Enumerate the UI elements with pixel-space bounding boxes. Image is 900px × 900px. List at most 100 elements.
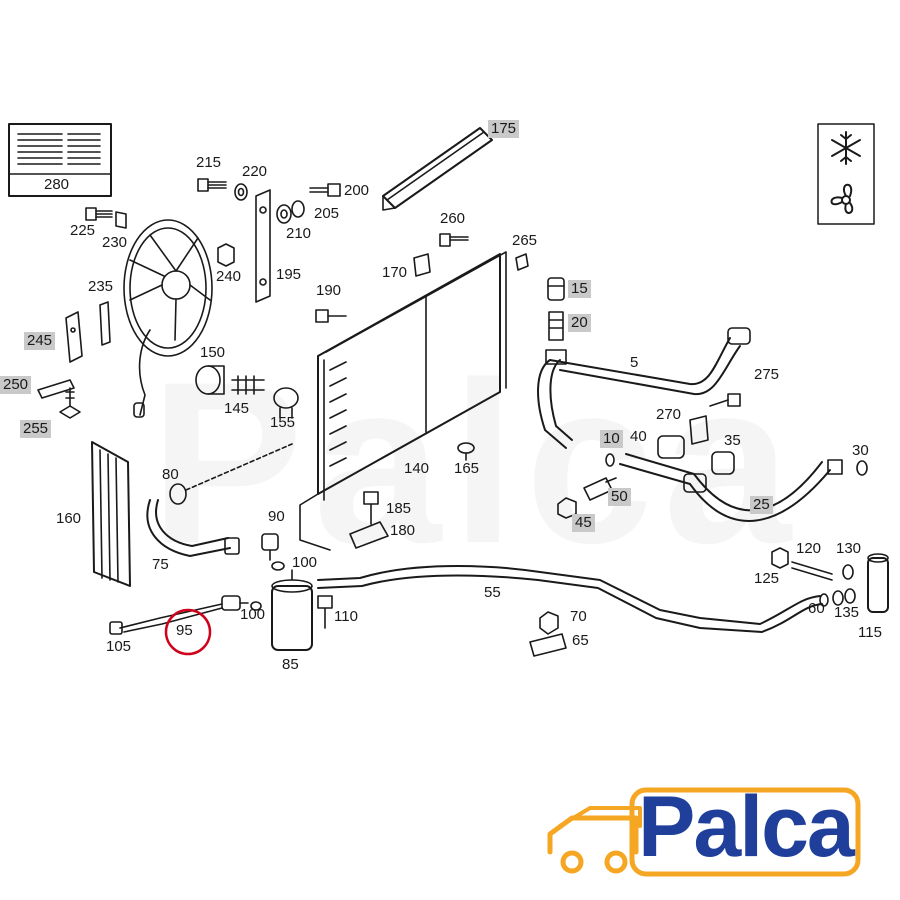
label-250: 250 xyxy=(0,376,32,394)
label-105: 105 xyxy=(106,638,132,655)
part-270-clamp xyxy=(689,415,709,445)
label-170: 170 xyxy=(382,264,408,281)
label-265: 265 xyxy=(512,232,538,249)
part-125-nut xyxy=(771,547,789,569)
part-170-clip xyxy=(413,253,431,277)
part-110-bolt xyxy=(317,595,333,629)
label-175: 175 xyxy=(488,120,520,138)
part-215-bolt xyxy=(197,178,227,192)
part-80-oring xyxy=(169,443,293,505)
part-40-grommet xyxy=(657,435,685,459)
label-260: 260 xyxy=(440,210,466,227)
label-65: 65 xyxy=(572,632,589,649)
palca-logo-text: Palca xyxy=(638,779,855,875)
part-100b-oring xyxy=(250,601,262,611)
part-105-wire xyxy=(109,603,223,635)
label-200: 200 xyxy=(344,182,370,199)
label-70: 70 xyxy=(570,608,587,625)
part-75-line xyxy=(146,499,240,557)
part-185-bolt xyxy=(363,491,379,525)
label-20: 20 xyxy=(568,314,591,332)
part-175-seal-strip xyxy=(382,127,493,211)
part-20-valve xyxy=(548,311,564,341)
label-180: 180 xyxy=(390,522,416,539)
part-210-grommet xyxy=(276,204,292,224)
part-240-nut xyxy=(217,243,235,267)
part-230-grommet xyxy=(115,211,127,229)
label-80: 80 xyxy=(162,466,179,483)
part-5-hose xyxy=(537,327,751,449)
part-120-bolt xyxy=(791,561,833,581)
part-280-label-plate xyxy=(8,123,112,197)
part-250-bracket xyxy=(37,379,75,399)
part-65-bracket xyxy=(529,633,567,657)
label-225: 225 xyxy=(70,222,96,239)
label-205: 205 xyxy=(314,205,340,222)
part-130-washer xyxy=(842,564,854,580)
part-165-plug xyxy=(457,442,475,461)
part-15-cap xyxy=(547,277,565,301)
part-255-screw xyxy=(59,387,81,419)
part-90-switch xyxy=(261,533,279,561)
label-45: 45 xyxy=(572,514,595,532)
label-90: 90 xyxy=(268,508,285,525)
palca-logo-icon xyxy=(547,787,861,877)
label-55: 55 xyxy=(484,584,501,601)
part-155-valve xyxy=(273,387,299,419)
label-140: 140 xyxy=(404,460,430,477)
part-225-bolt xyxy=(85,207,113,221)
label-210: 210 xyxy=(286,225,312,242)
label-100-lower: 100 xyxy=(240,606,266,623)
label-50: 50 xyxy=(608,488,631,506)
part-190-bolt xyxy=(315,309,347,323)
part-135-washer xyxy=(832,588,856,606)
part-150-cap xyxy=(195,365,225,395)
snowflake-icon xyxy=(831,131,861,165)
label-270: 270 xyxy=(656,406,682,423)
part-95-pressure-switch xyxy=(221,595,249,611)
part-30-oring xyxy=(856,460,868,476)
part-140-condenser xyxy=(299,251,507,551)
part-235-bracket xyxy=(99,301,111,346)
label-100-upper: 100 xyxy=(292,554,318,571)
part-245-bracket xyxy=(65,311,83,363)
label-125: 125 xyxy=(754,570,780,587)
label-165: 165 xyxy=(454,460,480,477)
label-190: 190 xyxy=(316,282,342,299)
label-280: 280 xyxy=(44,176,70,193)
label-60: 60 xyxy=(808,600,825,617)
label-25: 25 xyxy=(750,496,773,514)
label-145: 145 xyxy=(224,400,250,417)
part-275-bolt xyxy=(709,393,741,407)
label-15: 15 xyxy=(568,280,591,298)
label-5: 5 xyxy=(630,354,639,371)
part-60-oring xyxy=(819,593,829,607)
label-255: 255 xyxy=(20,420,52,438)
label-150: 150 xyxy=(200,344,226,361)
part-265-clip xyxy=(515,253,529,271)
part-85-drier xyxy=(271,569,313,651)
part-200-bolt xyxy=(309,183,341,197)
legend-box xyxy=(817,123,875,225)
label-115: 115 xyxy=(858,624,882,641)
part-180-bracket xyxy=(349,521,389,549)
part-205-washer xyxy=(291,200,305,218)
label-135: 135 xyxy=(834,604,860,621)
part-260-bolt xyxy=(439,233,469,247)
label-185: 185 xyxy=(386,500,412,517)
part-160-air-guide xyxy=(91,441,131,587)
part-55-pipe xyxy=(317,565,823,633)
label-215: 215 xyxy=(196,154,222,171)
label-110: 110 xyxy=(334,608,358,625)
watermark: Palca xyxy=(150,330,801,595)
label-40: 40 xyxy=(630,428,647,445)
label-35: 35 xyxy=(724,432,741,449)
label-230: 230 xyxy=(102,234,128,251)
part-195-bracket xyxy=(255,189,271,303)
part-100-oring xyxy=(271,561,285,571)
label-245: 245 xyxy=(24,332,56,350)
label-120: 120 xyxy=(796,540,822,557)
label-195: 195 xyxy=(276,266,302,283)
part-220-washer xyxy=(234,183,248,201)
